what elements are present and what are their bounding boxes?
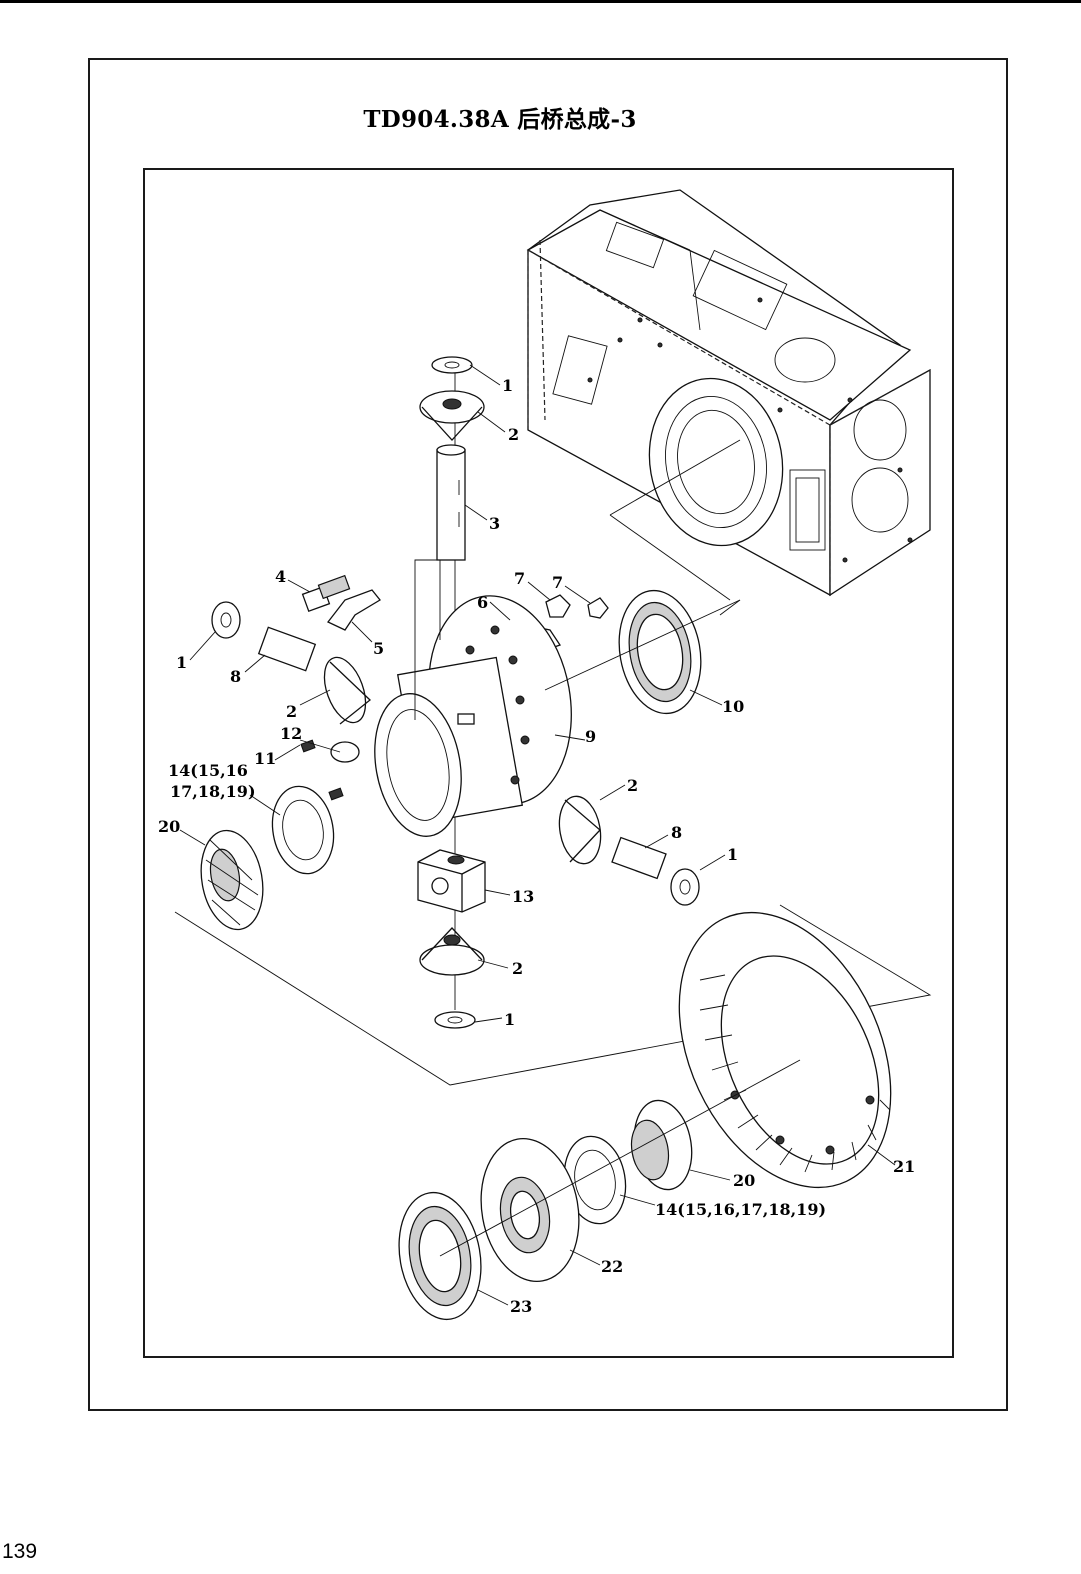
callout-11: 11 bbox=[254, 749, 276, 768]
callout-8: 8 bbox=[671, 823, 682, 842]
callout-2: 2 bbox=[508, 425, 519, 444]
callout-7: 7 bbox=[514, 569, 525, 588]
callout-20: 20 bbox=[158, 817, 180, 836]
page-title: TD904.38A 后桥总成-3 bbox=[363, 106, 637, 133]
top-rule bbox=[0, 0, 1081, 3]
callout-1: 1 bbox=[502, 376, 513, 395]
callout-7: 7 bbox=[552, 573, 563, 592]
outer-frame bbox=[88, 58, 1008, 1411]
callout-21: 21 bbox=[893, 1157, 915, 1176]
diagram-frame bbox=[143, 168, 954, 1358]
callout-2: 2 bbox=[627, 776, 638, 795]
callout-1: 1 bbox=[176, 653, 187, 672]
callout-2: 2 bbox=[512, 959, 523, 978]
leader-lines bbox=[179, 364, 896, 1306]
callout-2: 2 bbox=[286, 702, 297, 721]
callout-22: 22 bbox=[601, 1257, 623, 1276]
callout-23: 23 bbox=[510, 1297, 532, 1316]
callout-10: 10 bbox=[722, 697, 744, 716]
callout-8: 8 bbox=[230, 667, 241, 686]
callout-3: 3 bbox=[489, 514, 500, 533]
callout-12: 12 bbox=[280, 724, 302, 743]
callout-labels: 1 2 3 4 5 6 7 7 1 8 2 10 9 12 11 14(15,1… bbox=[158, 376, 915, 1316]
callout-9: 9 bbox=[585, 727, 596, 746]
final-drive-parts bbox=[398, 911, 892, 1321]
callout-14-line-1: 14(15,16 bbox=[168, 761, 248, 780]
callout-14-line-2: 17,18,19) bbox=[170, 782, 256, 801]
callout-14: 14(15,16,17,18,19) bbox=[655, 1200, 826, 1219]
page-number: 139 bbox=[2, 1540, 38, 1563]
callout-1: 1 bbox=[504, 1010, 515, 1029]
callout-5: 5 bbox=[373, 639, 384, 658]
callout-1: 1 bbox=[727, 845, 738, 864]
gearbox-housing bbox=[526, 189, 931, 601]
callout-4: 4 bbox=[275, 567, 286, 586]
callout-6: 6 bbox=[477, 593, 488, 612]
callout-20: 20 bbox=[733, 1171, 755, 1190]
callout-13: 13 bbox=[512, 887, 534, 906]
